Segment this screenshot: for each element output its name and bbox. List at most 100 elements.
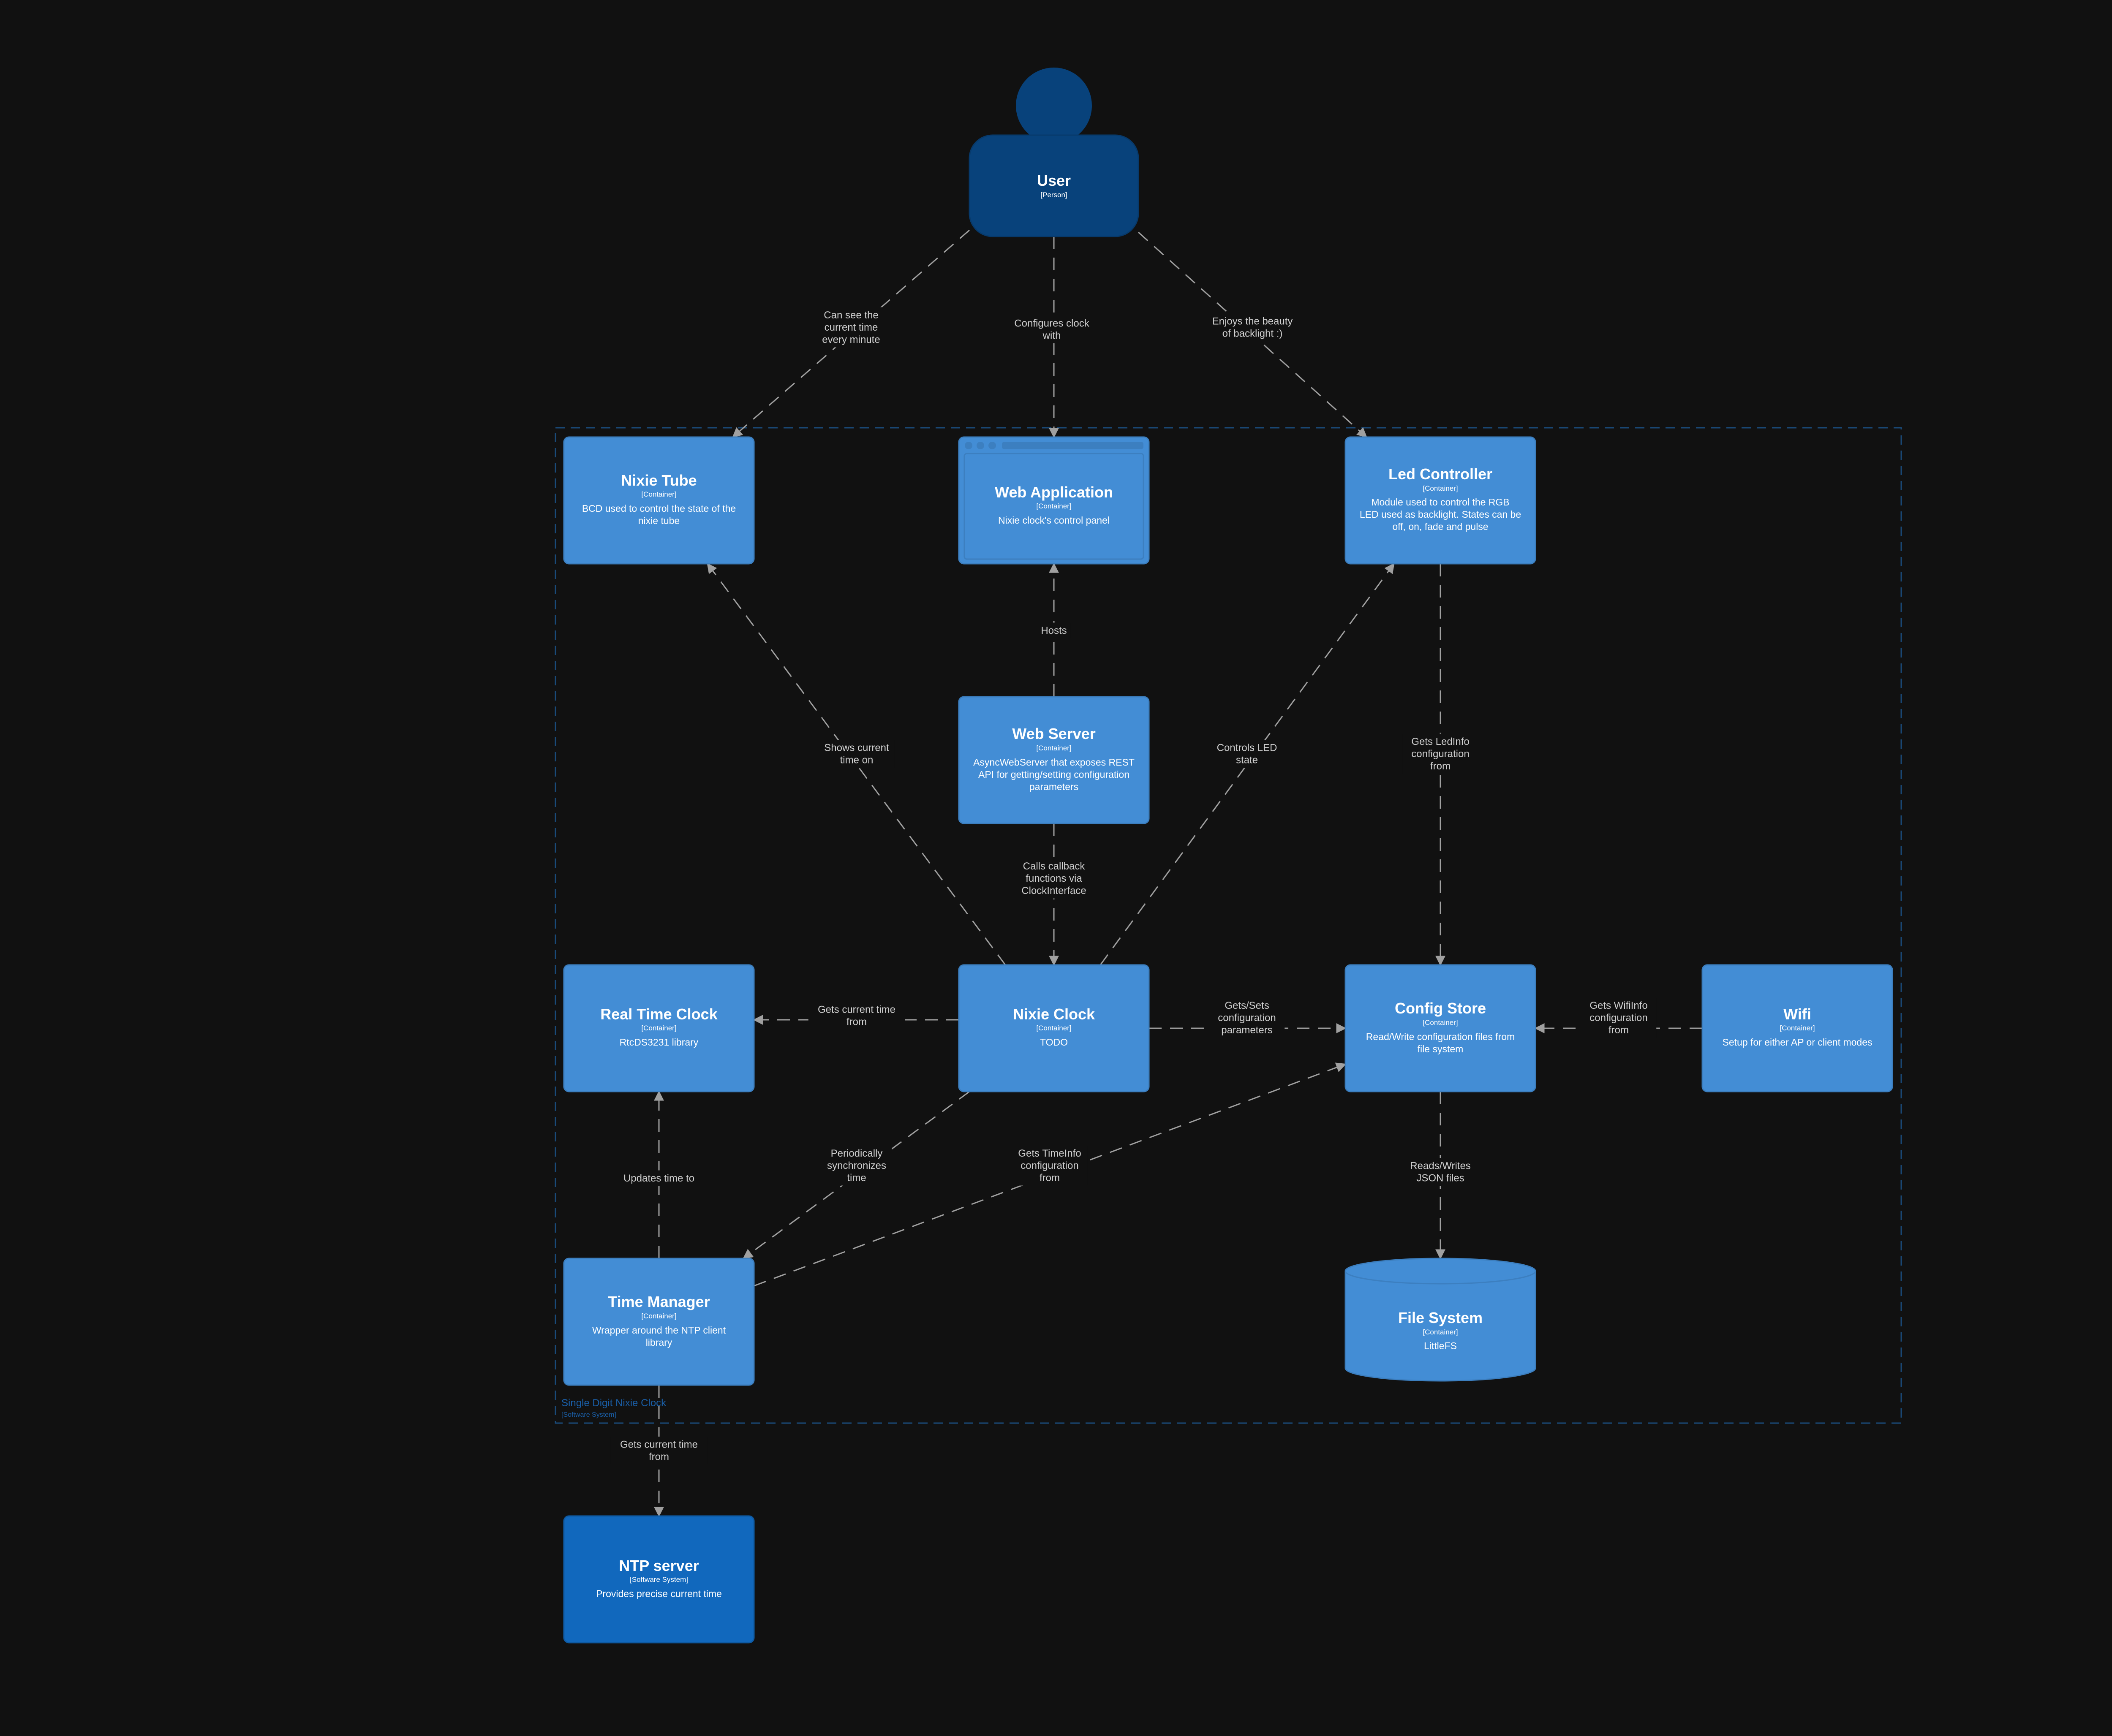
edge-label: parameters — [1221, 1024, 1272, 1036]
edge-label-background — [1402, 734, 1478, 774]
node-real-time-clock[interactable]: Real Time Clock [Container] RtcDS3231 li… — [563, 964, 755, 1092]
led-controller-type: [Container] — [1423, 484, 1458, 492]
edge-label: ClockInterface — [1021, 885, 1086, 897]
node-ntp-server[interactable]: NTP server [Software System] Provides pr… — [563, 1515, 755, 1644]
web-application-type: [Container] — [1036, 502, 1071, 510]
browser-dot-icon — [988, 442, 996, 449]
edge-label-background — [1581, 997, 1657, 1038]
edge-label-background — [822, 1145, 892, 1186]
edge-label: Hosts — [1041, 625, 1067, 636]
edge-label: Gets/Sets — [1225, 1000, 1269, 1011]
node-time-manager[interactable]: Time Manager [Container] Wrapper around … — [563, 1258, 755, 1386]
web-server-title: Web Server — [1012, 725, 1095, 742]
edge-time_manager-rtc[interactable]: Updates time to — [616, 1090, 702, 1258]
edge-label: Gets current time — [818, 1004, 895, 1016]
node-file-system[interactable]: File System [Container] LittleFS — [1344, 1258, 1536, 1382]
time-manager-type: [Container] — [641, 1312, 676, 1320]
wifi-title: Wifi — [1783, 1005, 1811, 1023]
node-nixie-tube[interactable]: Nixie Tube [Container] BCD used to contr… — [563, 436, 755, 565]
browser-address-bar — [1002, 442, 1143, 449]
edge-label: from — [649, 1451, 669, 1463]
edge-label: Reads/Writes — [1410, 1160, 1471, 1172]
edge-label: time on — [840, 755, 874, 766]
edge-label: of backlight :) — [1222, 328, 1283, 340]
edge-label: JSON files — [1416, 1173, 1464, 1184]
nixie-clock-type: [Container] — [1036, 1024, 1071, 1032]
system-boundary: Single Digit Nixie Clock [Software Syste… — [555, 427, 1902, 1424]
edge-label: Gets WifiInfo — [1589, 1000, 1647, 1011]
wifi-desc: Setup for either AP or client modes — [1723, 1037, 1872, 1048]
node-nixie-clock[interactable]: Nixie Clock [Container] TODO — [958, 964, 1150, 1092]
edge-web_server-web_app[interactable]: Hosts — [1037, 562, 1071, 697]
web-application-title: Web Application — [995, 484, 1113, 501]
config-store-type: [Container] — [1423, 1019, 1458, 1027]
config-store-title: Config Store — [1395, 1000, 1486, 1017]
edge-label-background — [1209, 997, 1285, 1038]
edge-line — [743, 1091, 970, 1259]
node-user[interactable]: User [Person] — [969, 68, 1139, 237]
edge-label: Periodically — [831, 1148, 883, 1159]
edge-label: every minute — [822, 334, 880, 345]
edge-label-background — [1212, 740, 1282, 768]
file-system-desc: LittleFS — [1424, 1340, 1457, 1351]
file-system-type: [Container] — [1423, 1328, 1458, 1336]
real-time-clock-title: Real Time Clock — [600, 1005, 718, 1023]
user-type: [Person] — [1040, 191, 1067, 199]
web-server-desc-2: API for getting/setting configuration — [978, 769, 1129, 780]
nixie-tube-desc-1: BCD used to control the state of the — [582, 503, 736, 514]
led-controller-desc-1: Module used to control the RGB — [1371, 497, 1509, 508]
edge-label: functions via — [1026, 873, 1082, 884]
edge-label: Shows current — [824, 742, 889, 754]
node-web-application[interactable]: Web Application [Container] Nixie clock'… — [958, 436, 1150, 565]
time-manager-desc-2: library — [646, 1337, 672, 1348]
nixie-tube-desc-2: nixie tube — [638, 515, 680, 526]
ntp-server-type: [Software System] — [630, 1576, 688, 1584]
edge-label: Enjoys the beauty — [1212, 316, 1293, 327]
file-system-title: File System — [1398, 1309, 1483, 1326]
edge-label: Configures clock — [1014, 318, 1089, 329]
edge-label: current time — [825, 322, 878, 333]
node-config-store[interactable]: Config Store [Container] Read/Write conf… — [1344, 964, 1536, 1092]
node-web-server[interactable]: Web Server [Container] AsyncWebServer th… — [958, 696, 1150, 824]
config-store-desc-1: Read/Write configuration files from — [1366, 1031, 1515, 1042]
web-server-desc-1: AsyncWebServer that exposes REST — [973, 757, 1135, 768]
edge-label-background — [616, 1170, 702, 1186]
node-wifi[interactable]: Wifi [Container] Setup for either AP or … — [1701, 964, 1893, 1092]
node-led-controller[interactable]: Led Controller [Container] Module used t… — [1344, 436, 1536, 565]
edge-label: configuration — [1589, 1012, 1647, 1024]
web-server-desc-3: parameters — [1029, 781, 1078, 792]
edge-label: configuration — [1021, 1160, 1078, 1171]
edge-label-background — [819, 740, 895, 768]
nixie-tube-title: Nixie Tube — [621, 472, 697, 489]
edge-label: Gets LedInfo — [1411, 736, 1469, 747]
nixie-clock-title: Nixie Clock — [1013, 1005, 1095, 1023]
ntp-server-desc: Provides precise current time — [596, 1588, 722, 1599]
time-manager-title: Time Manager — [608, 1293, 710, 1310]
edge-label-background — [1006, 315, 1097, 343]
wifi-type: [Container] — [1780, 1024, 1815, 1032]
edge-label: from — [1430, 761, 1451, 772]
led-controller-desc-3: off, on, fade and pulse — [1392, 521, 1488, 532]
edge-label: Gets TimeInfo — [1018, 1148, 1081, 1159]
ntp-server-title: NTP server — [619, 1557, 699, 1574]
cylinder-top — [1344, 1258, 1536, 1285]
edge-label-background — [808, 1002, 905, 1030]
edge-label: Gets current time — [620, 1439, 698, 1451]
time-manager-desc-1: Wrapper around the NTP client — [592, 1325, 726, 1336]
nixie-tube-type: [Container] — [641, 490, 676, 498]
nixie-clock-desc: TODO — [1040, 1037, 1068, 1048]
